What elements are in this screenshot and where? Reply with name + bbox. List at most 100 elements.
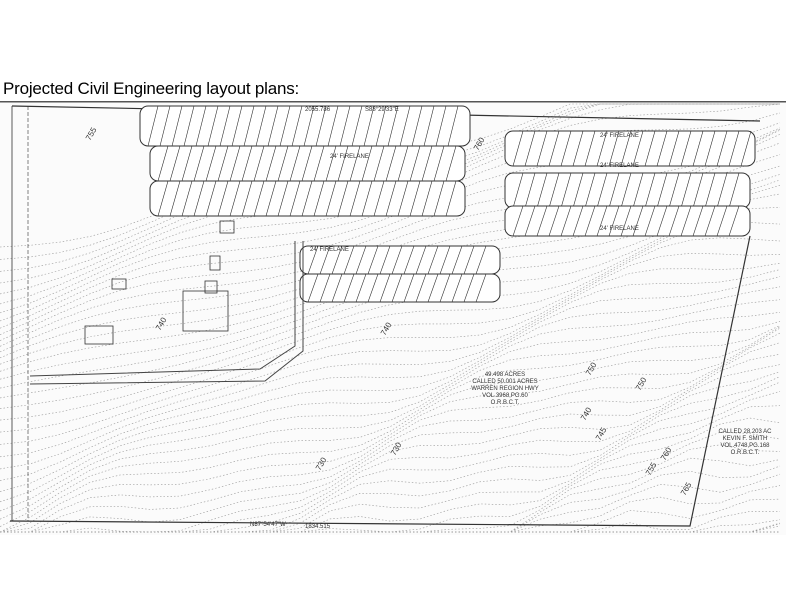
parking-stall: [463, 273, 475, 303]
parking-stall: [548, 172, 560, 209]
parking-stall: [319, 273, 331, 303]
parking-stall: [620, 172, 632, 209]
north-bearing-label: S88°29'33"E: [365, 107, 399, 113]
parking-stall: [303, 105, 315, 147]
parking-stall: [608, 130, 620, 167]
parking-stall: [289, 145, 301, 182]
parking-stall: [289, 180, 301, 217]
parking-stall: [475, 245, 487, 275]
parking-stall: [265, 180, 277, 217]
contour-line: [0, 252, 781, 445]
contour-line: [0, 364, 781, 533]
parking-stall: [385, 145, 397, 182]
parking-stall: [255, 105, 267, 147]
parking-stall: [439, 273, 451, 303]
parking-stall: [183, 105, 195, 147]
parking-stall: [171, 105, 183, 147]
parking-stall: [728, 130, 740, 167]
parking-stall: [415, 273, 427, 303]
parking-stall: [157, 145, 169, 182]
parking-stall: [572, 205, 584, 237]
parking-stall: [355, 245, 367, 275]
parking-stall: [548, 130, 560, 167]
parking-stall: [337, 145, 349, 182]
parking-stall: [620, 130, 632, 167]
parking-stall: [313, 145, 325, 182]
parking-stall: [644, 172, 656, 209]
parking-stall: [373, 145, 385, 182]
parking-stall: [716, 172, 728, 209]
parking-stall: [608, 172, 620, 209]
parking-stall: [387, 105, 399, 147]
parking-stall: [596, 205, 608, 237]
adjacent-parcel-label: KEVIN F. SMITH: [723, 436, 768, 442]
contour-line: [0, 237, 781, 433]
parking-stall: [427, 245, 439, 275]
parking-stall: [349, 180, 361, 217]
parking-stall: [325, 145, 337, 182]
parking-stall: [343, 245, 355, 275]
parking-stall: [319, 245, 331, 275]
parking-stall: [385, 180, 397, 217]
adjacent-parcel-label: VOL.4748,PG.168: [720, 443, 770, 449]
parking-stall: [632, 130, 644, 167]
parking-stall: [548, 205, 560, 237]
contour-line: [0, 262, 781, 458]
parking-lots: [139, 105, 756, 303]
parking-stall: [560, 205, 572, 237]
parking-stall: [343, 273, 355, 303]
parcel-label: O.R.B.C.T.: [491, 400, 520, 406]
parking-stall: [229, 180, 241, 217]
firelane-label: 24' FIRELANE: [600, 226, 639, 232]
parcel-label: CALLED 50.001 ACRES: [472, 379, 537, 385]
parking-stall: [169, 145, 181, 182]
parking-stall: [656, 205, 668, 237]
contour-line: [0, 142, 781, 353]
north-distance-label: 2055.786: [305, 107, 331, 113]
parking-stall: [399, 105, 411, 147]
parking-row: [504, 205, 751, 237]
parking-stall: [267, 105, 279, 147]
parking-stall: [403, 245, 415, 275]
parking-stall: [219, 105, 231, 147]
parking-stall: [373, 180, 385, 217]
parking-row: [504, 130, 756, 167]
contour-line: [0, 103, 780, 248]
parking-stall: [327, 105, 339, 147]
civil-engineering-layout-plan: 2055.786 S88°29'33"E N87°54'47"W 1834.51…: [0, 101, 786, 535]
parking-stall: [277, 180, 289, 217]
contour-line: [0, 269, 781, 470]
parking-stall: [181, 145, 193, 182]
parking-stall: [367, 245, 379, 275]
parking-stall: [231, 105, 243, 147]
parking-stall: [704, 130, 716, 167]
firelane-label: 24' FIRELANE: [330, 154, 369, 160]
page-title: Projected Civil Engineering layout plans…: [3, 79, 300, 98]
parking-stall: [205, 145, 217, 182]
contour-line: [0, 312, 781, 512]
parking-stall: [315, 105, 327, 147]
contour-line: [0, 286, 781, 492]
contour-line: [0, 103, 780, 260]
buildings: [84, 220, 235, 345]
contour-line: [0, 321, 781, 520]
parking-stall: [644, 205, 656, 237]
parking-stall: [351, 105, 363, 147]
parking-stall: [207, 105, 219, 147]
parking-stall: [644, 130, 656, 167]
parking-stall: [379, 273, 391, 303]
parking-stall: [253, 180, 265, 217]
contour-line: [0, 353, 781, 533]
parcel-label: VOL.3968,PG.60: [482, 393, 528, 399]
parking-stall: [596, 130, 608, 167]
parking-stall: [277, 145, 289, 182]
parking-stall: [584, 172, 596, 209]
parking-stall: [337, 180, 349, 217]
parking-row: [299, 273, 501, 303]
parking-stall: [536, 172, 548, 209]
parking-stall: [463, 245, 475, 275]
parking-stall: [512, 130, 524, 167]
parking-stall: [147, 105, 159, 147]
parking-stall: [668, 172, 680, 209]
parking-stall: [291, 105, 303, 147]
